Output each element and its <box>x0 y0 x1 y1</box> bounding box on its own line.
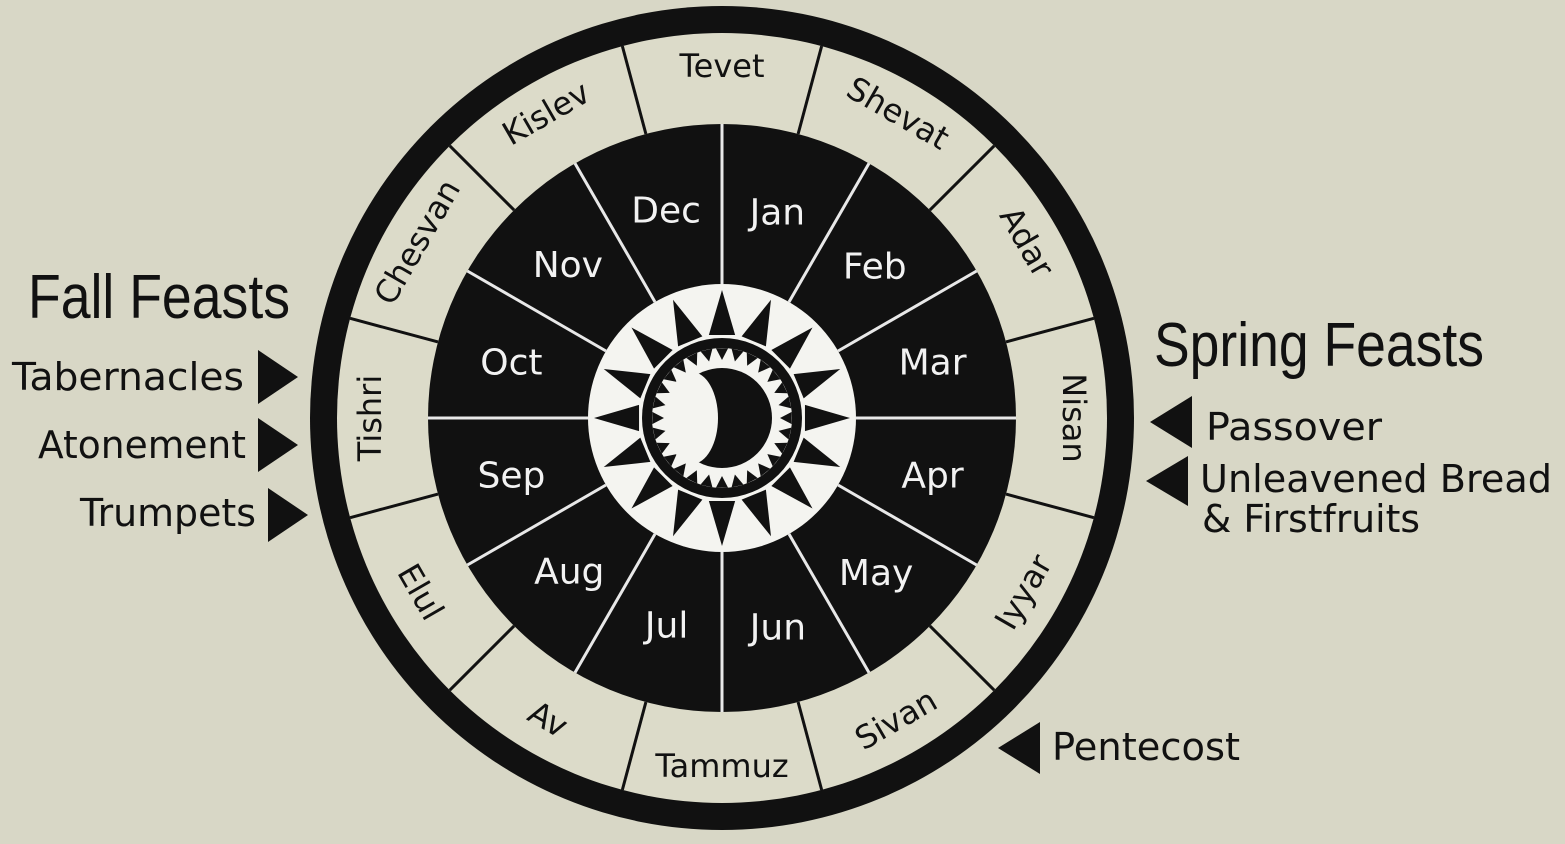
hebrew-month-label: Tevet <box>679 47 765 85</box>
feast-pentecost: Pentecost <box>1052 725 1240 769</box>
gregorian-month-label: Dec <box>631 190 701 231</box>
gregorian-month-label: May <box>839 553 913 594</box>
hebrew-month-label: Tammuz <box>654 747 788 785</box>
gregorian-month-label: Aug <box>534 552 604 593</box>
arrow-right-icon <box>258 350 298 404</box>
gregorian-month-label: Apr <box>901 455 963 496</box>
hebrew-month-label: Tishri <box>351 375 389 462</box>
gregorian-month-label: Feb <box>843 246 907 287</box>
arrow-right-icon <box>268 488 308 542</box>
arrow-left-icon <box>998 722 1040 774</box>
fall-feasts-heading: Fall Feasts <box>28 263 290 332</box>
feast-trumpets: Trumpets <box>79 491 256 535</box>
feast-passover: Passover <box>1206 405 1382 449</box>
arrow-left-icon <box>1150 396 1192 448</box>
gregorian-month-label: Jul <box>643 606 688 647</box>
gregorian-month-label: Sep <box>477 455 545 496</box>
gregorian-month-label: Jan <box>748 192 806 233</box>
arrow-left-icon <box>1146 456 1188 506</box>
gregorian-month-label: Nov <box>533 245 603 286</box>
feast-tabernacles: Tabernacles <box>11 355 244 399</box>
gregorian-month-label: Oct <box>480 343 542 384</box>
spring-feasts-heading: Spring Feasts <box>1154 311 1484 380</box>
arrow-right-icon <box>258 418 298 472</box>
gregorian-month-label: Jun <box>748 608 806 649</box>
feast-firstfruits: & Firstfruits <box>1202 497 1420 541</box>
feast-atonement: Atonement <box>38 423 246 467</box>
crescent-moon-cut-icon <box>666 372 718 464</box>
hebrew-month-label: Nisan <box>1055 373 1093 462</box>
gregorian-month-label: Mar <box>899 343 967 384</box>
feast-unleavened-bread: Unleavened Bread <box>1200 457 1552 501</box>
